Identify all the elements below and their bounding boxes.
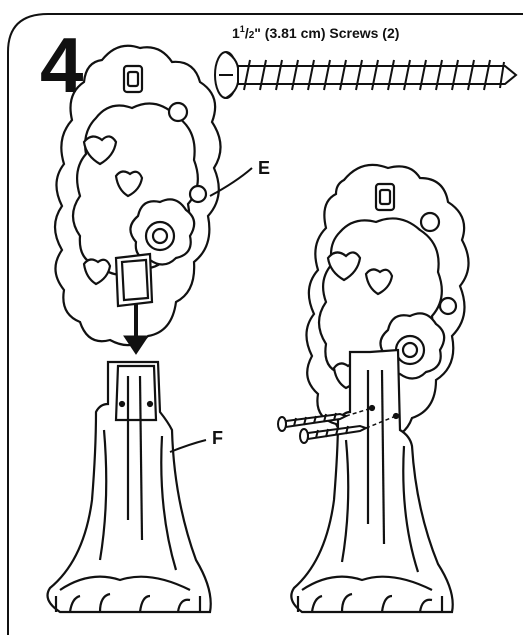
screw-size-fraction-num: 1 (240, 24, 245, 34)
screw-label: 11/2" (3.81 cm) Screws (2) (232, 24, 399, 41)
leader-line-f (170, 440, 206, 452)
tree-base-part-f-left (48, 362, 211, 612)
screw-label-rest: " (3.81 cm) Screws (2) (254, 25, 399, 41)
part-label-e: E (258, 158, 270, 179)
part-label-f: F (212, 428, 223, 449)
screw-size-whole: 1 (232, 25, 240, 41)
step-number: 4 (40, 26, 81, 104)
